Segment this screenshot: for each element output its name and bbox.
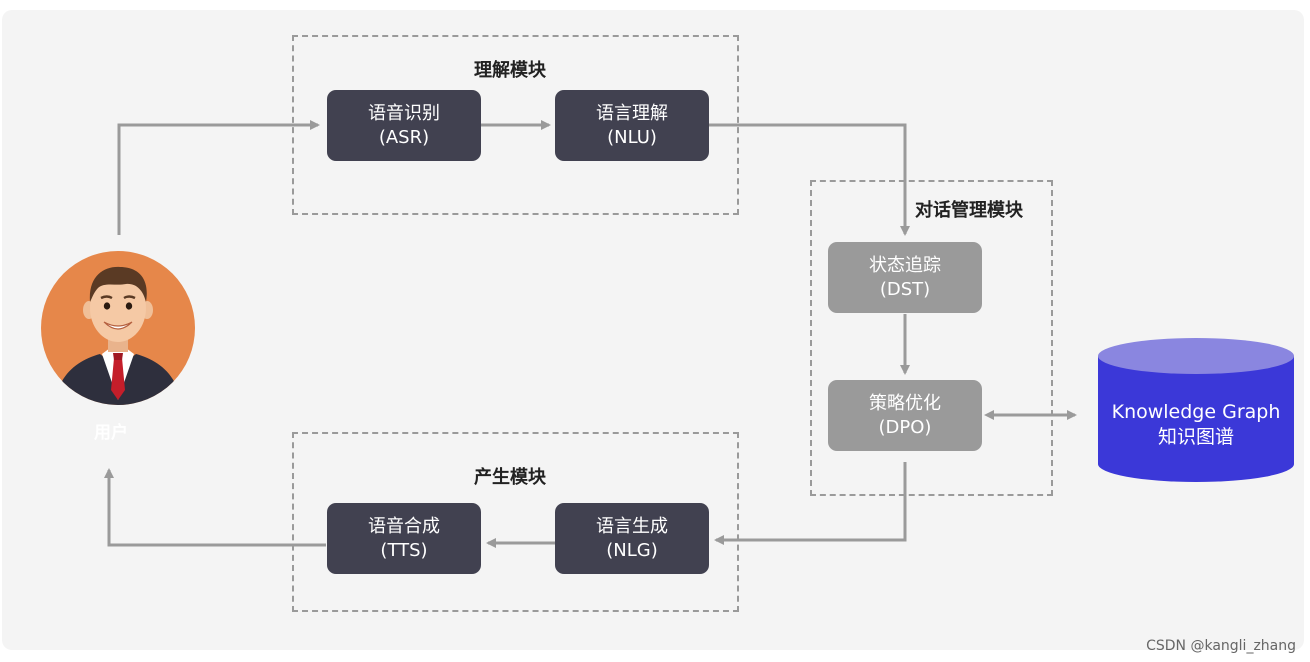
dialog-module-title: 对话管理模块 (915, 200, 1023, 221)
dpo-name: 策略优化 (869, 392, 941, 414)
asr-name: 语音识别 (368, 102, 440, 124)
asr-abbr: (ASR) (378, 126, 430, 148)
dialog-module-box (810, 180, 1053, 496)
nlg-node: 语言生成 (NLG) (555, 503, 709, 574)
nlu-name: 语言理解 (596, 102, 668, 124)
tts-abbr: (TTS) (380, 539, 428, 561)
watermark: CSDN @kangli_zhang (1146, 638, 1296, 654)
dst-abbr: (DST) (879, 278, 931, 300)
nlg-abbr: (NLG) (606, 539, 658, 561)
understand-module-title: 理解模块 (474, 60, 546, 81)
dst-node: 状态追踪 (DST) (828, 242, 982, 313)
tts-node: 语音合成 (TTS) (327, 503, 481, 574)
arrow-dpo-to-nlg (714, 462, 907, 545)
arrow-user-to-asr (117, 120, 320, 235)
nlu-node: 语言理解 (NLU) (555, 90, 709, 161)
knowledge-graph-label: Knowledge Graph 知识图谱 (1096, 400, 1296, 450)
understand-module-box (292, 35, 739, 215)
dst-name: 状态追踪 (869, 254, 941, 276)
knowledge-graph-database-icon (1098, 338, 1294, 482)
dpo-node: 策略优化 (DPO) (828, 380, 982, 451)
dpo-abbr: (DPO) (878, 416, 932, 438)
user-avatar-icon (41, 251, 195, 405)
tts-name: 语音合成 (368, 515, 440, 537)
asr-node: 语音识别 (ASR) (327, 90, 481, 161)
generate-module-box (292, 432, 739, 612)
knowledge-graph-subtitle: 知识图谱 (1157, 426, 1234, 448)
arrow-tts-to-user (104, 468, 326, 547)
nlg-name: 语言生成 (596, 515, 668, 537)
knowledge-graph-title: Knowledge Graph (1111, 401, 1281, 423)
generate-module-title: 产生模块 (474, 467, 546, 488)
nlu-abbr: (NLU) (607, 126, 657, 148)
user-label: 用户 (94, 423, 128, 443)
arrow-nlu-to-dst (709, 123, 910, 236)
